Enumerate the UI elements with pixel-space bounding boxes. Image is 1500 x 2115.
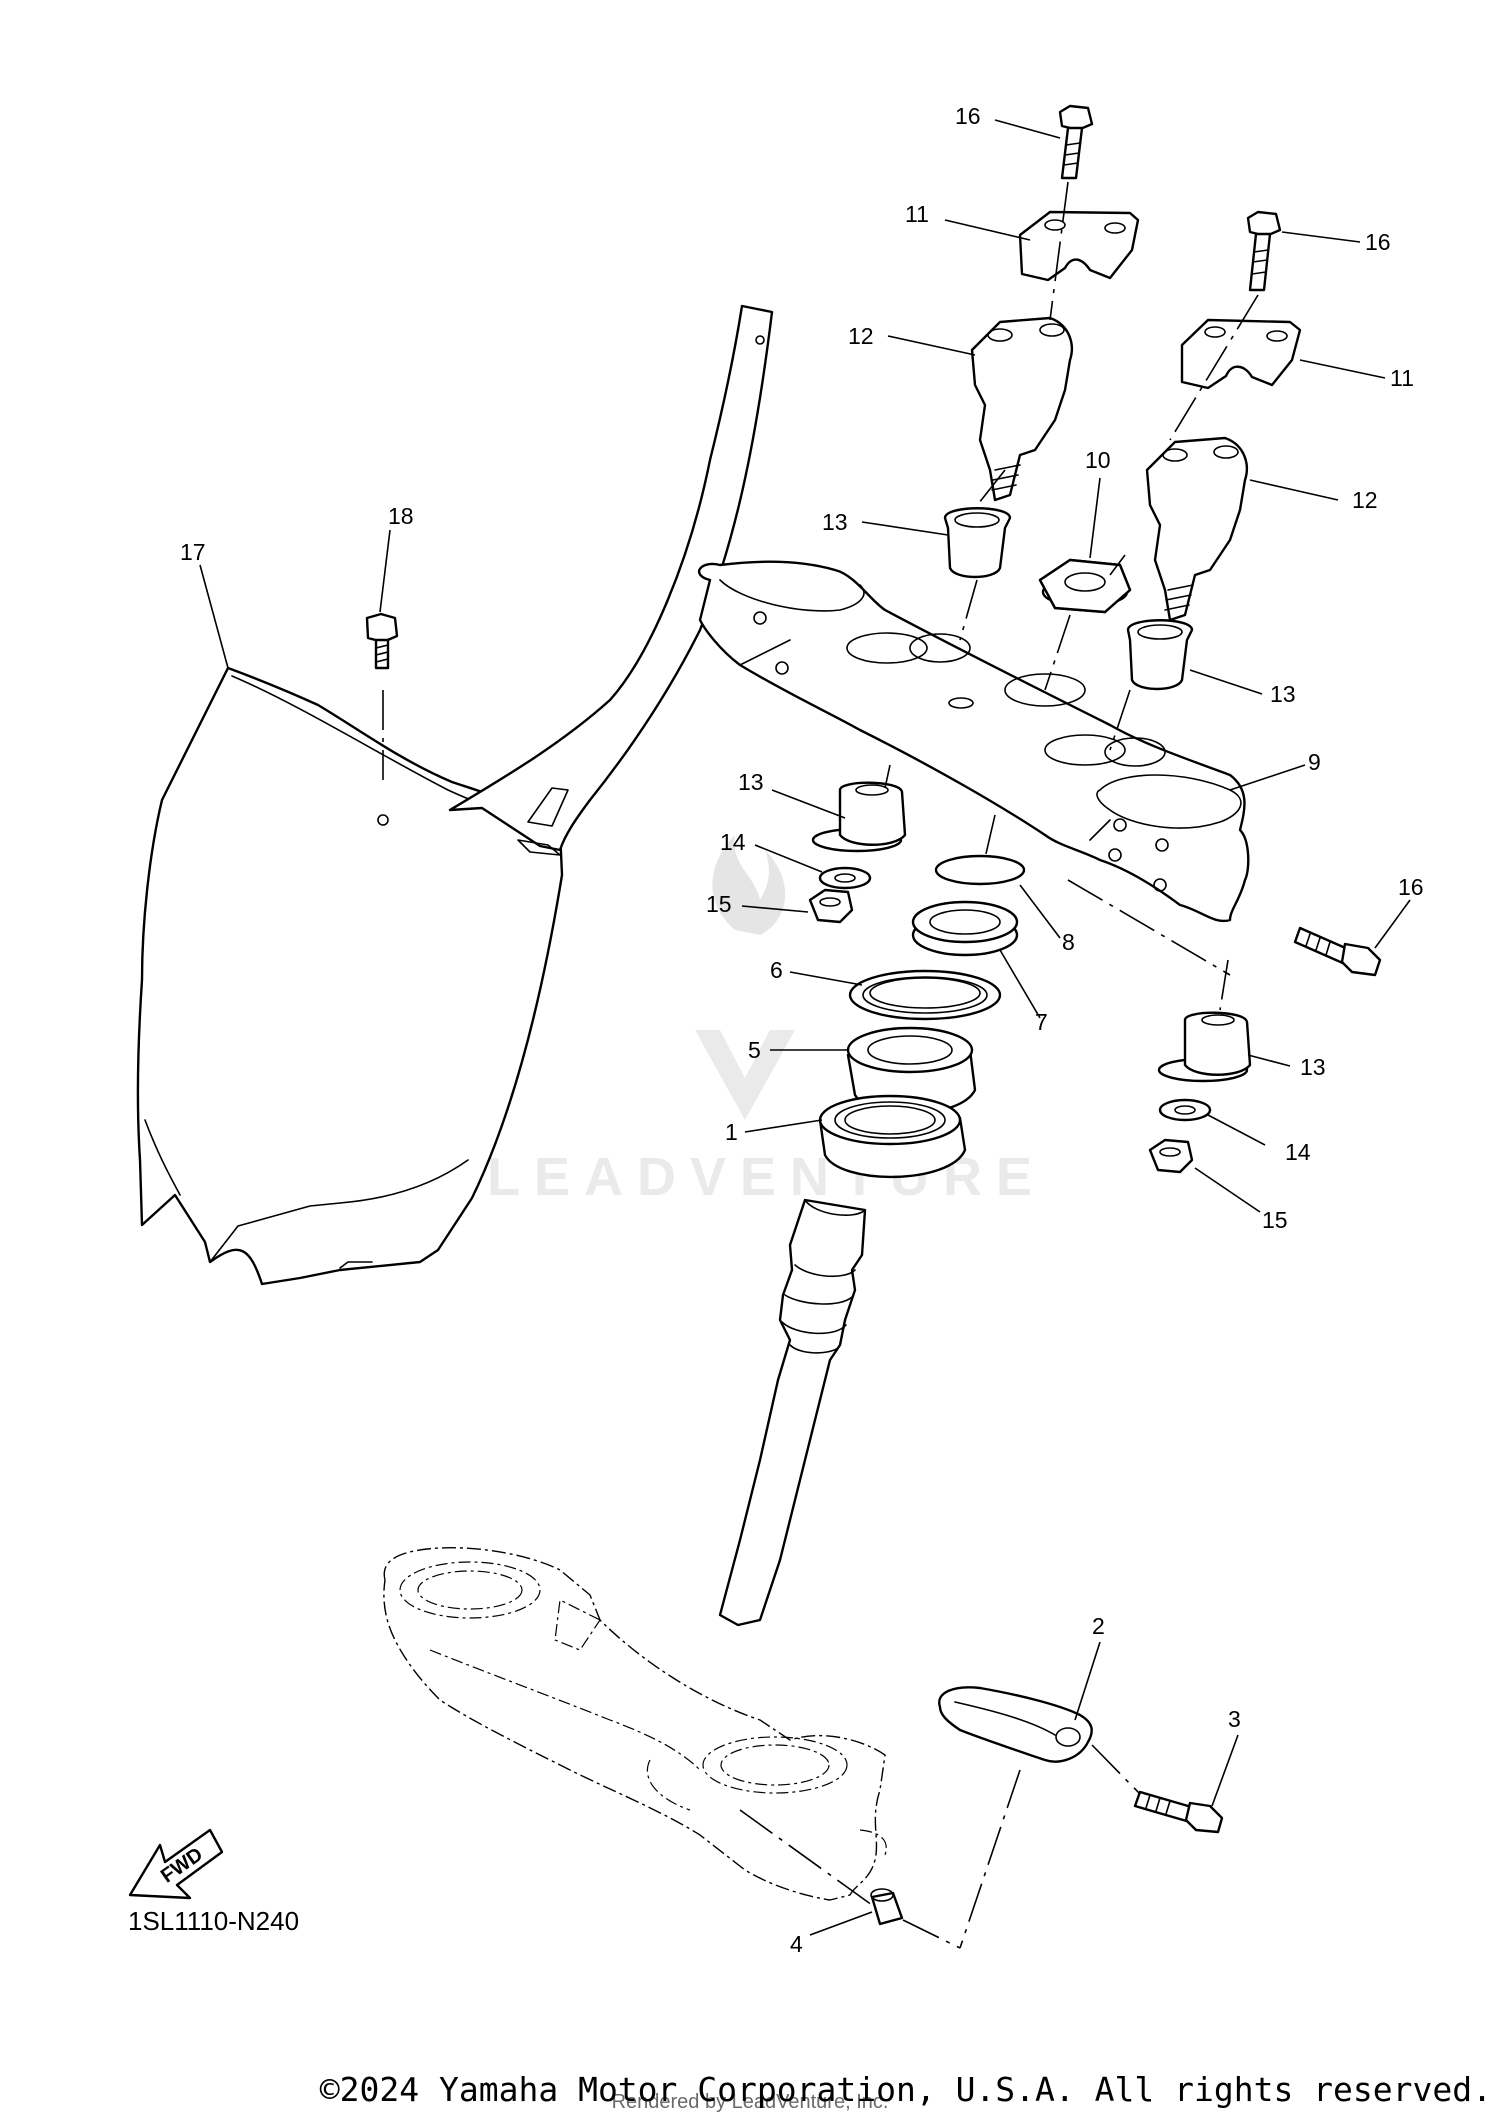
callout-15: 15 [1262, 1207, 1288, 1233]
callout-12: 12 [848, 323, 874, 349]
seal-6-part [848, 969, 1002, 1021]
upper-bracket-part [697, 560, 1250, 923]
washer-14-right-part [1158, 1098, 1212, 1122]
callout-17: 17 [180, 539, 206, 565]
callout-10: 10 [1085, 447, 1111, 473]
callout-16: 16 [955, 103, 981, 129]
callout-18: 18 [388, 503, 414, 529]
bolt-16-upper-right-part [1246, 210, 1282, 292]
callout-8: 8 [1062, 929, 1075, 955]
nut-10-part [1038, 558, 1132, 614]
callout-7: 7 [1035, 1009, 1048, 1035]
washer-8-part [934, 854, 1026, 886]
bolt-18-part [365, 612, 399, 826]
clamp-2-part [938, 1686, 1093, 1763]
bolt-16-upper-left-part [1058, 104, 1094, 180]
damper-13-lower-right-part [1157, 1011, 1252, 1083]
bolt-3-part [1133, 1790, 1224, 1834]
callout-6: 6 [770, 957, 783, 983]
steering-stem-part [718, 1198, 867, 1627]
washer-14-left-part [818, 866, 872, 890]
callout-13: 13 [738, 769, 764, 795]
handlebar-holder-upper-left-part [1018, 210, 1140, 282]
callout-14: 14 [1285, 1139, 1311, 1165]
callout-4: 4 [790, 1931, 803, 1957]
callout-13: 13 [1300, 1054, 1326, 1080]
handlebar-holder-lower-left-part [970, 316, 1073, 502]
damper-13-lower-left-part [811, 781, 907, 853]
nut-15-left-part [808, 888, 854, 924]
lower-bracket-ghost-part [383, 1547, 887, 1901]
callout-14: 14 [720, 829, 746, 855]
callout-9: 9 [1308, 749, 1321, 775]
callout-15: 15 [706, 891, 732, 917]
number-plate-part [136, 304, 774, 1286]
nut-15-right-part [1148, 1138, 1194, 1174]
collar-4-part [870, 1888, 904, 1926]
callout-11: 11 [905, 201, 929, 227]
callout-3: 3 [1228, 1706, 1241, 1732]
callout-2: 2 [1092, 1613, 1105, 1639]
bolt-16-side-part [1293, 926, 1382, 977]
callout-1: 1 [725, 1119, 738, 1145]
handlebar-holder-lower-right-part [1145, 436, 1248, 622]
callout-labels: 16 11 12 13 10 16 11 12 13 9 13 14 15 8 … [180, 103, 1424, 1957]
callout-16: 16 [1365, 229, 1391, 255]
rendered-by-notice: Rendered by LeadVenture, Inc. [611, 2091, 889, 2113]
callout-12: 12 [1352, 487, 1378, 513]
callout-5: 5 [748, 1037, 761, 1063]
callout-13: 13 [1270, 681, 1296, 707]
damper-13-upper-left-part [943, 507, 1012, 579]
drawing-code: 1SL1110-N240 [128, 1906, 299, 1936]
copyright-notice: ©2024 Yamaha Motor Corporation, U.S.A. A… [319, 2070, 1492, 2109]
leader-lines [199, 119, 1411, 1936]
ring-nut-7-part [911, 900, 1019, 957]
fwd-arrow-icon: FWD [128, 1828, 224, 1900]
assembly-axis-lines [739, 181, 1259, 1949]
bearing-1-part [818, 1094, 967, 1179]
callout-11: 11 [1390, 365, 1414, 391]
damper-13-upper-right-part [1126, 619, 1194, 691]
callout-13: 13 [822, 509, 848, 535]
callout-16: 16 [1398, 874, 1424, 900]
handlebar-holder-upper-right-part [1180, 318, 1302, 390]
